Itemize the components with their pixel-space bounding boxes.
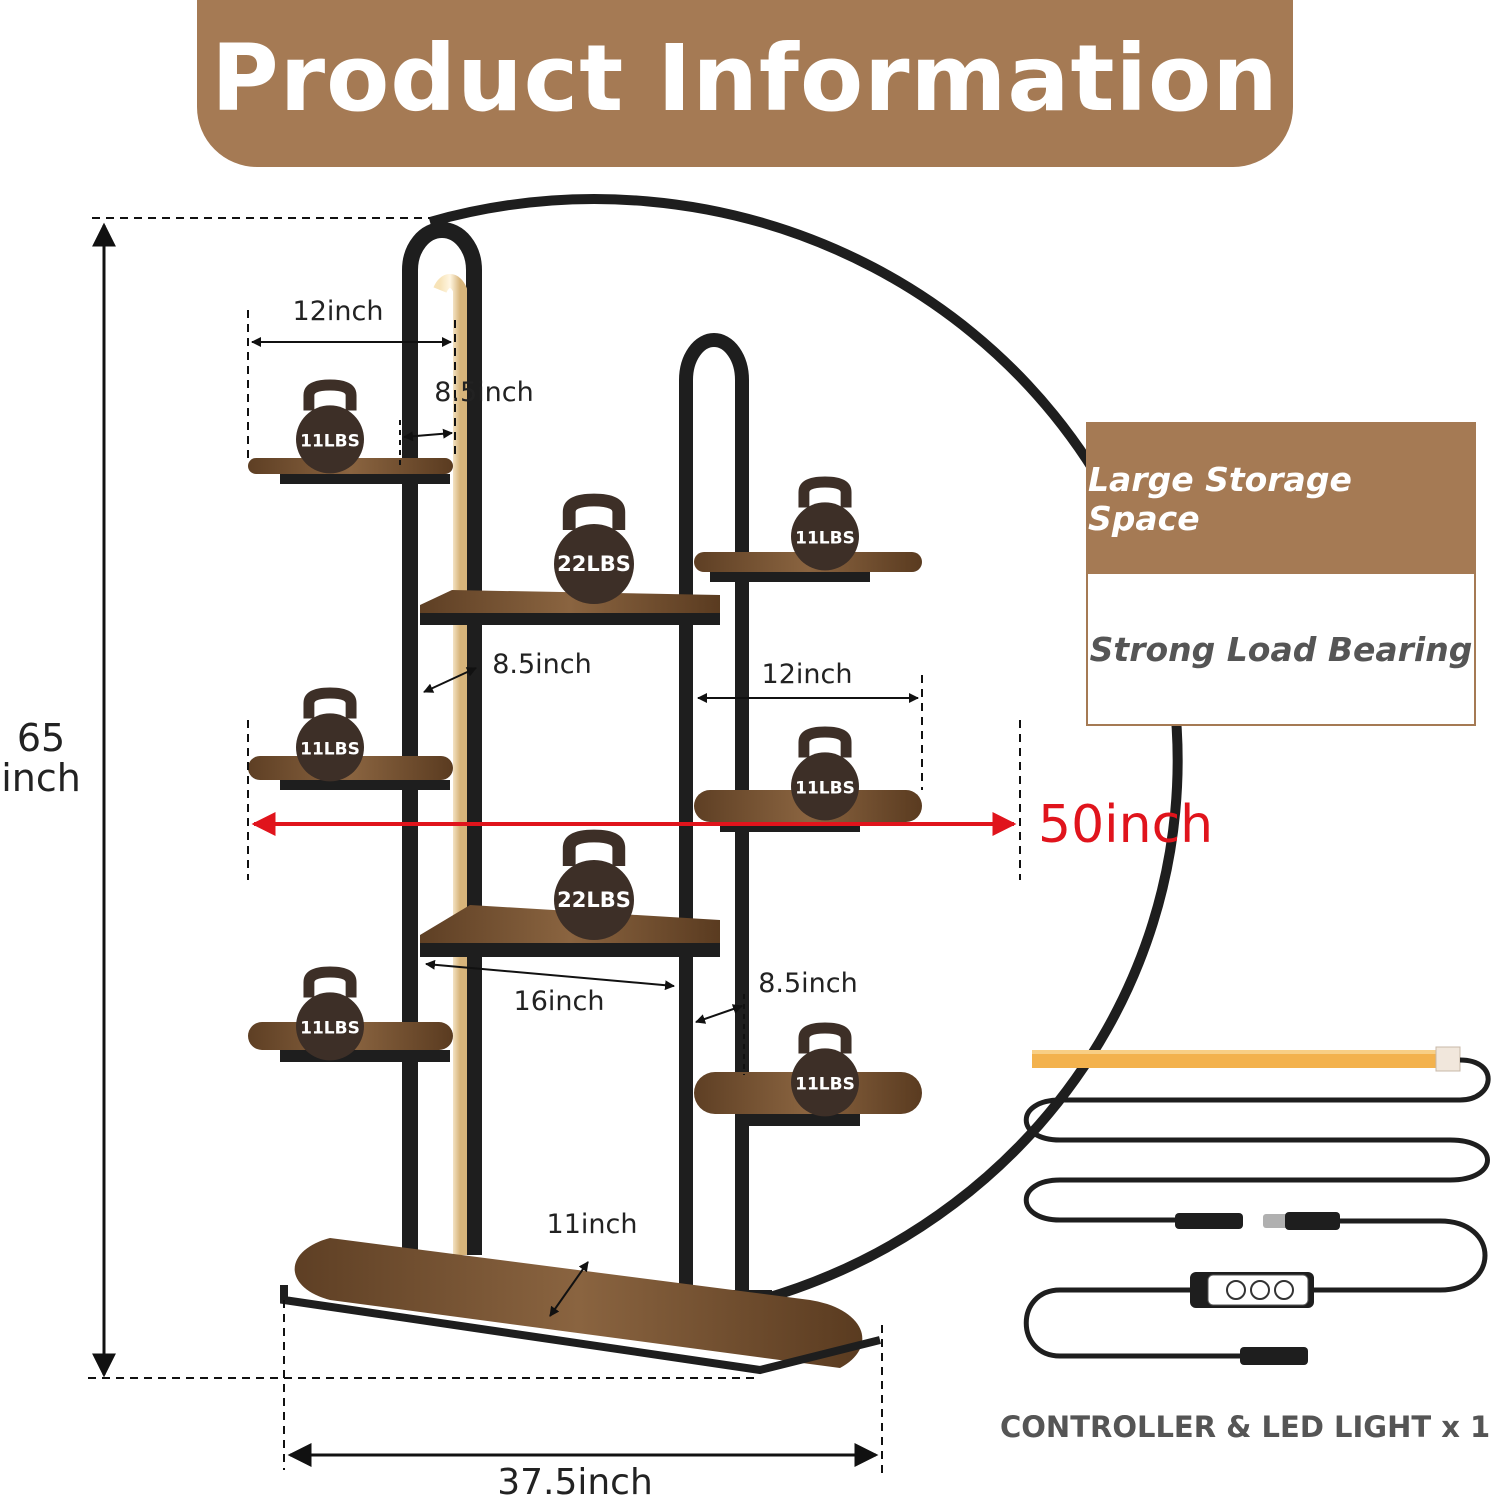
- connector-female: [1175, 1213, 1243, 1229]
- led-cable: [1023, 1057, 1491, 1223]
- kettlebell-large: 22LBS: [554, 829, 634, 940]
- title-banner: Product Information: [197, 0, 1293, 167]
- label-base-total: 37.5inch: [497, 1462, 653, 1500]
- shelf-center-upper: [420, 590, 720, 625]
- kettlebell-label: 11LBS: [300, 431, 360, 451]
- kettlebell-small: 11LBS: [296, 966, 364, 1061]
- mid-depth-arrow: [423, 667, 477, 693]
- connector-male: [1285, 1212, 1340, 1230]
- feature-load-text: Strong Load Bearing: [1089, 629, 1473, 669]
- kettlebell-label: 11LBS: [795, 528, 855, 548]
- controller-button-3: [1274, 1280, 1294, 1300]
- kettlebell-label: 11LBS: [300, 1018, 360, 1038]
- power-connector: [1240, 1347, 1308, 1365]
- label-right-lower-depth: 8.5inch: [758, 968, 858, 999]
- dimension-lines: [88, 217, 1021, 1475]
- label-base-depth: 11inch: [547, 1209, 638, 1240]
- kettlebell-label: 22LBS: [557, 552, 631, 576]
- dimension-labels: 12inch 8.5inch 8.5inch 12inch 16inch 8.5…: [293, 296, 1214, 1500]
- kettlebell-small: 11LBS: [791, 726, 859, 821]
- led-strip-glow: [433, 274, 467, 1255]
- feature-box: Large Storage Space Strong Load Bearing: [1086, 422, 1476, 726]
- feature-load: Strong Load Bearing: [1088, 574, 1474, 724]
- kettlebell-small: 11LBS: [791, 1022, 859, 1117]
- base-small-depth-arrow: [549, 1261, 589, 1317]
- label-top-shelf-width: 12inch: [293, 296, 384, 327]
- kettlebell-label: 11LBS: [795, 778, 855, 798]
- height-unit: inch: [1, 756, 81, 800]
- kettlebell-small: 11LBS: [791, 476, 859, 571]
- top-shelf-depth-arrow: [403, 428, 453, 442]
- height-label: 65 inch: [0, 718, 82, 798]
- kettlebell-label: 11LBS: [300, 739, 360, 759]
- label-total-width: 50inch: [1038, 795, 1213, 855]
- shelf-base: [280, 1238, 881, 1375]
- kettlebell-label: 11LBS: [795, 1074, 855, 1094]
- center-shelf-width-arrow: [425, 959, 675, 991]
- kettlebell-large: 22LBS: [554, 493, 634, 604]
- controller-button-1: [1226, 1280, 1246, 1300]
- height-value: 65: [16, 716, 66, 760]
- kettlebell-small: 11LBS: [296, 687, 364, 782]
- feature-storage: Large Storage Space: [1088, 424, 1474, 574]
- accessory-caption: CONTROLLER & LED LIGHT x 1: [1000, 1410, 1491, 1444]
- led-accessory: [1023, 1046, 1491, 1365]
- left-arch-post: [402, 222, 482, 1290]
- feature-storage-text: Large Storage Space: [1088, 460, 1352, 538]
- label-mid-depth: 8.5inch: [492, 649, 592, 680]
- led-strip: [1032, 1050, 1442, 1068]
- page-title: Product Information: [211, 25, 1279, 132]
- controller-button-2: [1250, 1280, 1270, 1300]
- label-right-shelf-width: 12inch: [762, 659, 853, 690]
- right-arch-post: [679, 333, 749, 1330]
- label-top-shelf-depth: 8.5inch: [434, 377, 534, 408]
- label-center-shelf-width: 16inch: [514, 986, 605, 1017]
- kettlebell-small: 11LBS: [296, 379, 364, 474]
- load-weights: 11LBS 22LBS 11LBS 11LBS 11LBS 22LBS 11LBS 11LBS: [296, 379, 859, 1117]
- right-lower-depth-arrow: [695, 1004, 743, 1024]
- kettlebell-label: 22LBS: [557, 888, 631, 912]
